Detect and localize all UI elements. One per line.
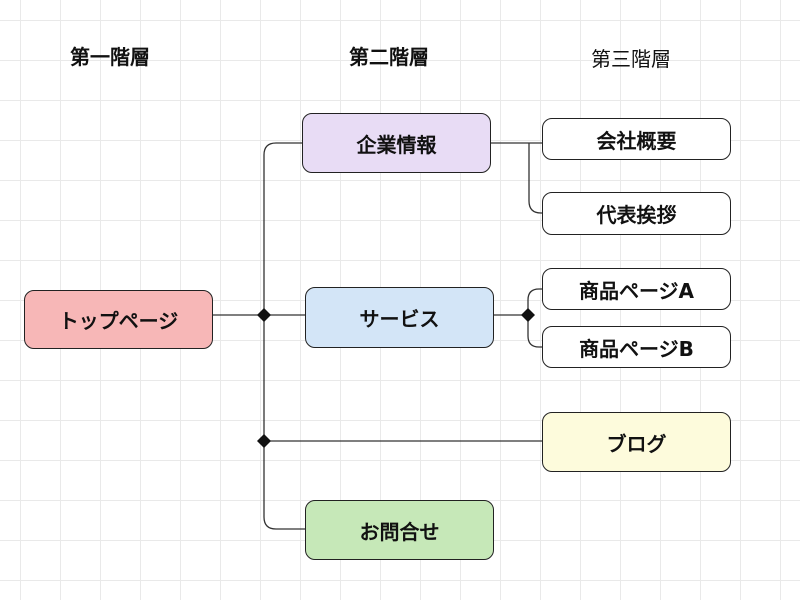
junction-diamond-products <box>521 308 535 322</box>
header-level-2: 第二階層 <box>349 45 429 69</box>
junction-diamond-blog <box>257 434 271 448</box>
node-contact[interactable]: お問合せ <box>305 500 494 560</box>
node-blog[interactable]: ブログ <box>542 412 731 472</box>
node-product-b[interactable]: 商品ページB <box>542 326 731 368</box>
node-service[interactable]: サービス <box>305 287 494 348</box>
node-company-overview[interactable]: 会社概要 <box>542 118 731 160</box>
node-ceo-greeting[interactable]: 代表挨拶 <box>542 192 731 235</box>
junction-diamond-service <box>257 308 271 322</box>
header-level-1: 第一階層 <box>70 45 150 69</box>
node-top-page[interactable]: トップページ <box>24 290 213 349</box>
connector-service-to-products <box>494 288 542 348</box>
connector-trunk <box>263 142 305 530</box>
node-company-info[interactable]: 企業情報 <box>302 113 491 173</box>
header-level-3: 第三階層 <box>591 47 671 71</box>
connector-company-to-greeting <box>528 143 542 214</box>
node-product-a[interactable]: 商品ページA <box>542 268 731 310</box>
